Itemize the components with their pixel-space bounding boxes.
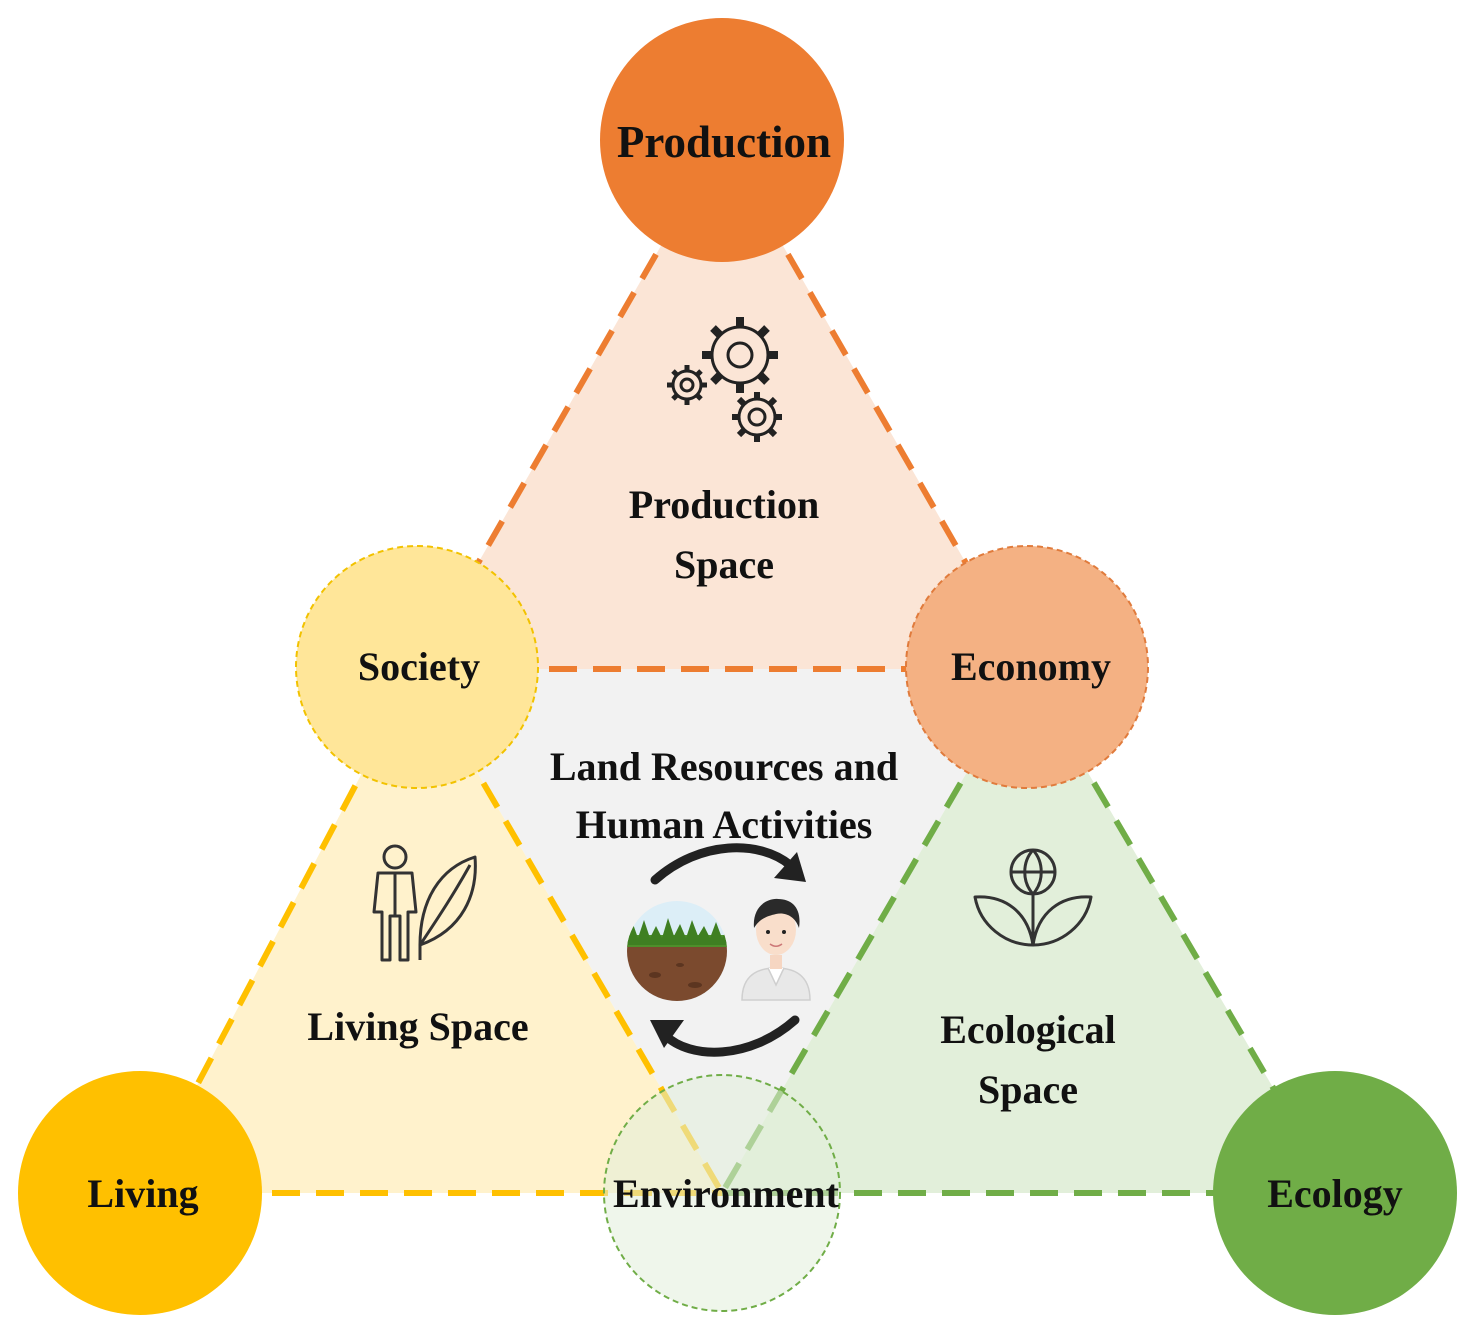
society-node [295,545,539,789]
living-node [18,1071,262,1315]
ecology-node-label: Ecology [1267,1171,1403,1216]
production-space-region [417,140,1027,669]
environment-node [603,1074,841,1312]
globe-plant-icon [975,850,1091,945]
economy-node-label: Economy [951,644,1111,689]
society-node-label: Society [358,644,480,689]
ecological-space-label-line2: Space [978,1067,1078,1112]
production-space-label-line1: Production [629,482,819,527]
gears-icon [667,317,782,442]
center-label-line1: Land Resources and [550,744,898,789]
ecological-space-label-line1: Ecological [940,1007,1116,1052]
living-node-label: Living [87,1171,198,1216]
cycle-arrows-icon [650,843,806,1057]
living-space-label: Living Space [307,1004,528,1049]
ecology-node [1213,1071,1457,1315]
person-leaf-icon [374,846,475,960]
production-node-label: Production [617,117,831,167]
economy-node [905,545,1149,789]
person-avatar-icon [741,898,811,1001]
production-space-label-line2: Space [674,542,774,587]
environment-node-label: Environment [613,1171,840,1216]
production-node [600,18,844,262]
center-label-line2: Human Activities [576,802,873,847]
